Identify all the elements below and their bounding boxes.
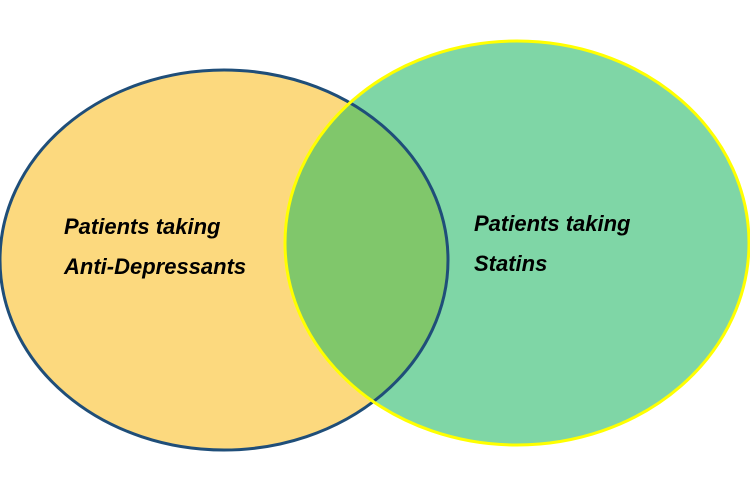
set-antidepressants-label: Patients taking Anti-Depressants: [64, 207, 246, 287]
set-antidepressants-outline: [0, 68, 450, 452]
set-antidepressants-label-line1: Patients taking: [64, 214, 221, 239]
set-statins-label: Patients taking Statins: [474, 204, 630, 284]
set-statins-outline: [283, 39, 750, 447]
set-statins-label-line1: Patients taking: [474, 211, 631, 236]
set-statins-label-line2: Statins: [474, 251, 548, 276]
set-antidepressants-label-line2: Anti-Depressants: [64, 254, 247, 279]
